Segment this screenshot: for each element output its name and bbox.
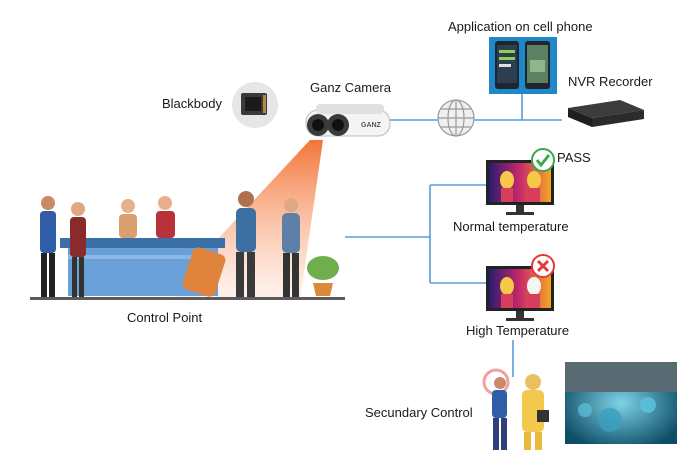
control-point-scene — [30, 191, 345, 300]
nvr-label: NVR Recorder — [568, 74, 653, 89]
app-label: Application on cell phone — [448, 19, 593, 34]
camera-label: Ganz Camera — [310, 80, 391, 95]
secundary-control-label: Secundary Control — [365, 405, 473, 420]
control-point-label: Control Point — [127, 310, 203, 325]
x-icon — [531, 254, 555, 278]
blackbody-icon — [232, 82, 278, 128]
normal-temperature-monitor — [486, 160, 554, 215]
globe-icon — [437, 99, 475, 137]
camera-brand-label: GANZ — [361, 122, 382, 129]
blackbody-label: Blackbody — [162, 96, 222, 111]
high-temperature-label: High Temperature — [466, 323, 570, 338]
normal-temperature-label: Normal temperature — [453, 219, 569, 234]
nvr-recorder-icon — [568, 100, 644, 127]
secundary-control-scene — [482, 362, 677, 450]
ganz-camera-icon — [305, 104, 391, 137]
connectors — [345, 94, 562, 377]
cell-phone-icon — [489, 37, 557, 94]
check-icon — [531, 148, 555, 172]
pass-label: PASS — [557, 150, 591, 165]
